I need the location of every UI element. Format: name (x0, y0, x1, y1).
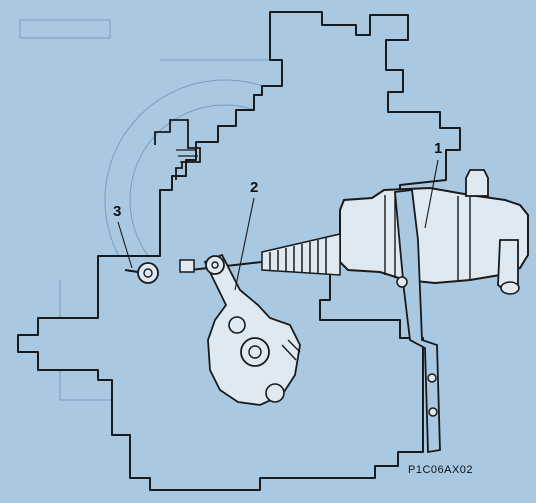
lever-pivot-pin (211, 261, 219, 269)
ball-joint-rod (124, 269, 139, 273)
leader-lines (117, 159, 439, 291)
figure-code: P1C06AX02 (408, 464, 474, 476)
callout-label-1: 1 (434, 140, 443, 157)
plate-bolt-lower (427, 373, 437, 383)
bracket-outline (154, 119, 201, 180)
ball-joint-center (143, 268, 153, 278)
ball-joint (137, 262, 159, 284)
plate-bolt-bottom (428, 407, 438, 417)
mounting-plate (394, 189, 441, 454)
callout-label-3: 3 (113, 203, 122, 220)
bracket-teeth (176, 149, 200, 163)
link-nut (179, 259, 195, 273)
lever-pivot-eye (205, 255, 225, 275)
rubber-boot (261, 233, 341, 276)
vacuum-diaphragm-unit (339, 169, 529, 295)
adjusting-lever (203, 253, 301, 406)
plate-bolt-upper (396, 276, 408, 288)
callout-label-2: 2 (250, 179, 259, 196)
